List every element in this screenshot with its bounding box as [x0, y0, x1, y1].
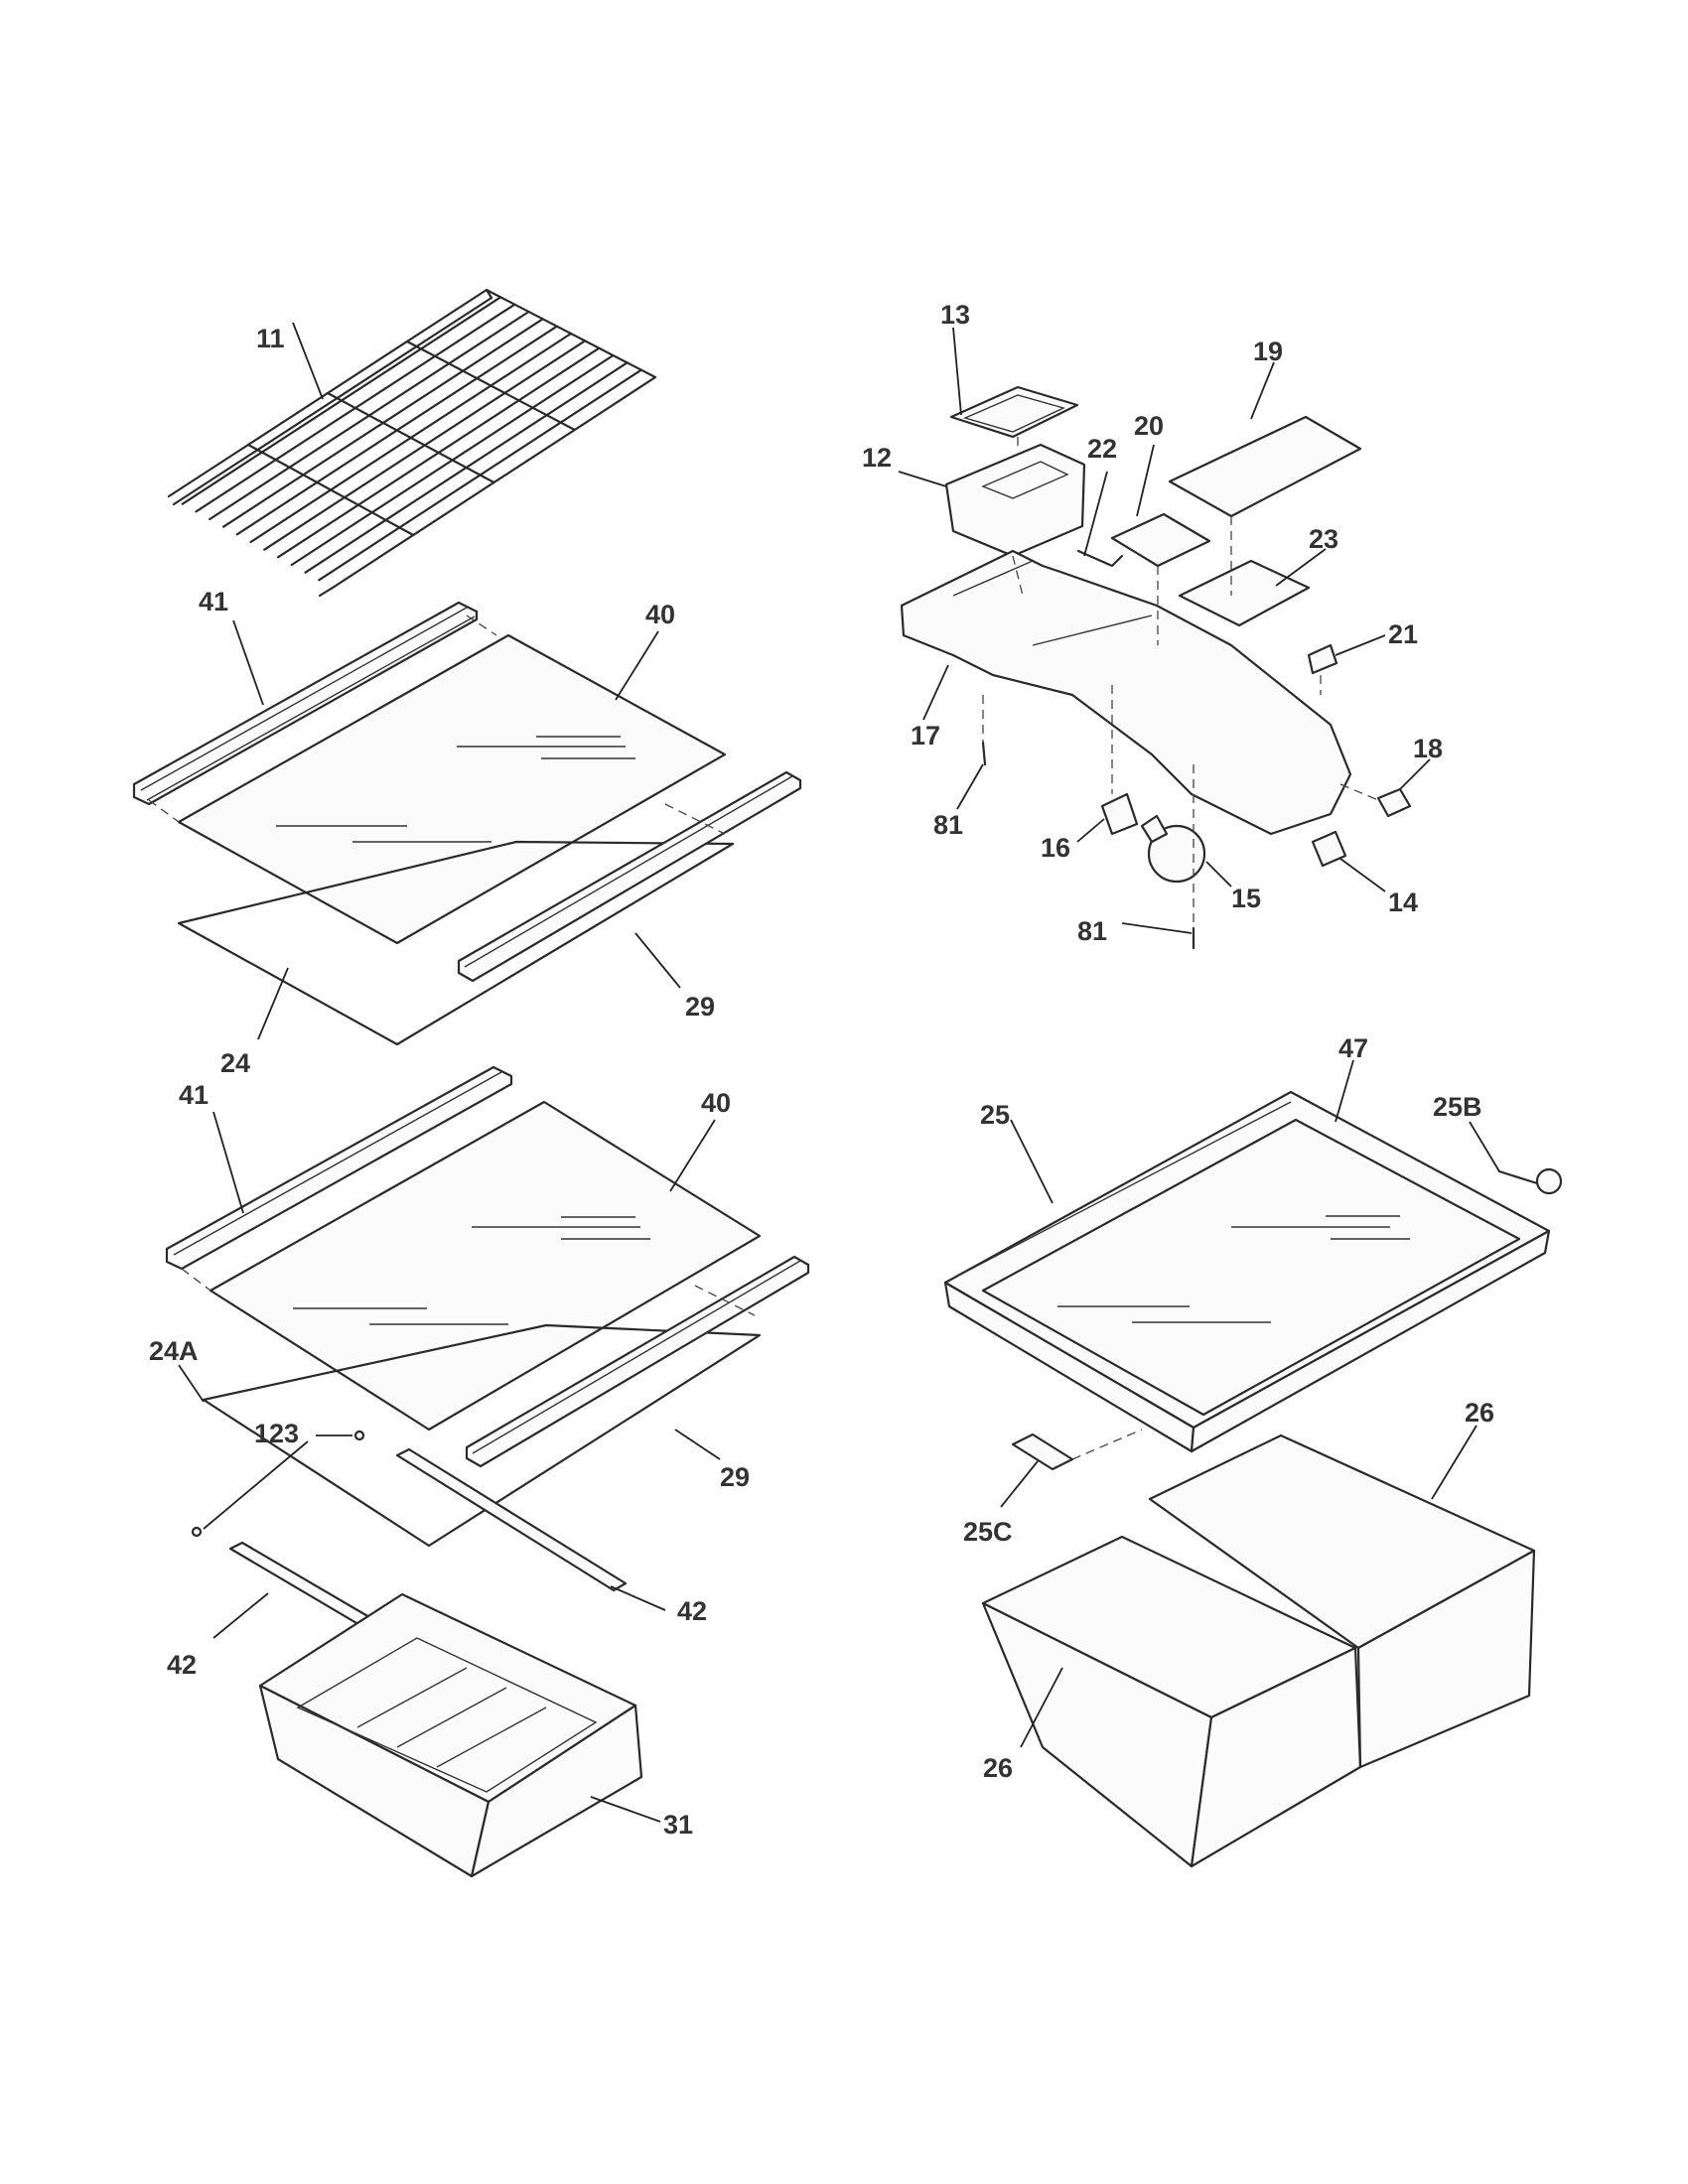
- part-11-wire-shelf: [167, 288, 657, 598]
- wire-shelf-crossbar: [326, 391, 495, 484]
- part-17-housing: [900, 549, 1352, 836]
- callout-14: 14: [1388, 887, 1418, 917]
- part-21-clip: [1307, 643, 1338, 675]
- leader-lines: [178, 322, 1500, 1823]
- callout-18: 18: [1413, 734, 1443, 763]
- callout-40a: 40: [645, 600, 675, 629]
- callout-31: 31: [663, 1810, 693, 1840]
- part-15-light-bulb: [1147, 824, 1206, 884]
- part-123-screw-b: [191, 1526, 203, 1538]
- callout-25C: 25C: [963, 1517, 1013, 1547]
- wire-shelf-crossbar: [246, 443, 415, 537]
- part-14-switch: [1311, 830, 1347, 868]
- callout-81a: 81: [933, 810, 963, 840]
- part-24A-frame-lower: [202, 1323, 762, 1548]
- part-123-screw-a: [353, 1430, 365, 1441]
- callout-19: 19: [1253, 337, 1283, 366]
- part-18-knob: [1376, 787, 1412, 818]
- callout-123: 123: [254, 1419, 299, 1448]
- callout-17: 17: [911, 721, 940, 751]
- callout-29a: 29: [685, 992, 715, 1022]
- callout-13: 13: [940, 300, 970, 330]
- callout-25: 25: [980, 1100, 1010, 1130]
- part-29-rail-upper: [457, 770, 802, 983]
- callout-47: 47: [1338, 1033, 1368, 1063]
- callout-41b: 41: [179, 1080, 209, 1110]
- callout-26a: 26: [1465, 1398, 1494, 1428]
- callout-20: 20: [1134, 411, 1164, 441]
- shelf-assembly-lower: [165, 1065, 810, 1681]
- part-41-rail-lower: [165, 1065, 513, 1271]
- callout-42a: 42: [677, 1596, 707, 1626]
- shelf-assembly-upper: [132, 601, 802, 1046]
- part-40-glass-upper: [177, 633, 727, 945]
- callout-12: 12: [862, 443, 892, 473]
- callout-81b: 81: [1077, 916, 1107, 946]
- callout-23: 23: [1309, 524, 1338, 554]
- part-29-rail-lower: [465, 1255, 810, 1468]
- part-20-plate: [1110, 512, 1211, 568]
- part-23-control-board: [1178, 559, 1311, 627]
- part-19-cover: [1168, 415, 1362, 518]
- part-40-glass-lower: [209, 1100, 762, 1432]
- part-22-sensor: [1076, 549, 1124, 568]
- callout-42b: 42: [167, 1650, 197, 1680]
- part-24-frame-upper: [177, 840, 735, 1046]
- crisper-assembly: [943, 1090, 1563, 1868]
- callout-41a: 41: [199, 587, 228, 616]
- callout-25B: 25B: [1433, 1092, 1482, 1122]
- callout-16: 16: [1041, 833, 1070, 863]
- callout-15: 15: [1231, 884, 1261, 913]
- callout-24: 24: [220, 1048, 250, 1078]
- part-42-bracket-right: [395, 1447, 628, 1592]
- part-13-seal: [949, 385, 1079, 439]
- control-housing-assembly: [900, 385, 1412, 950]
- callout-24A: 24A: [149, 1336, 199, 1366]
- part-41-rail-upper: [132, 601, 479, 806]
- wire-shelf-crossbar: [405, 340, 576, 432]
- callout-11: 11: [256, 324, 285, 353]
- callout-29b: 29: [720, 1462, 750, 1492]
- part-16-lamp-socket: [1100, 792, 1139, 836]
- callout-40b: 40: [701, 1088, 731, 1118]
- part-81-screw-a: [981, 741, 987, 766]
- callout-labels: 11 41 40 29 24 41 40 24A 123 29 42 42 31…: [149, 300, 1494, 1840]
- part-12-damper: [944, 443, 1086, 558]
- part-25C-slide: [1011, 1433, 1074, 1471]
- part-25B-bracket: [1497, 1169, 1539, 1185]
- part-47-crisper-glass: [981, 1118, 1521, 1417]
- callout-21: 21: [1388, 619, 1418, 649]
- callout-26b: 26: [983, 1753, 1013, 1783]
- part-31-drawer: [258, 1592, 643, 1878]
- callout-22: 22: [1087, 434, 1117, 464]
